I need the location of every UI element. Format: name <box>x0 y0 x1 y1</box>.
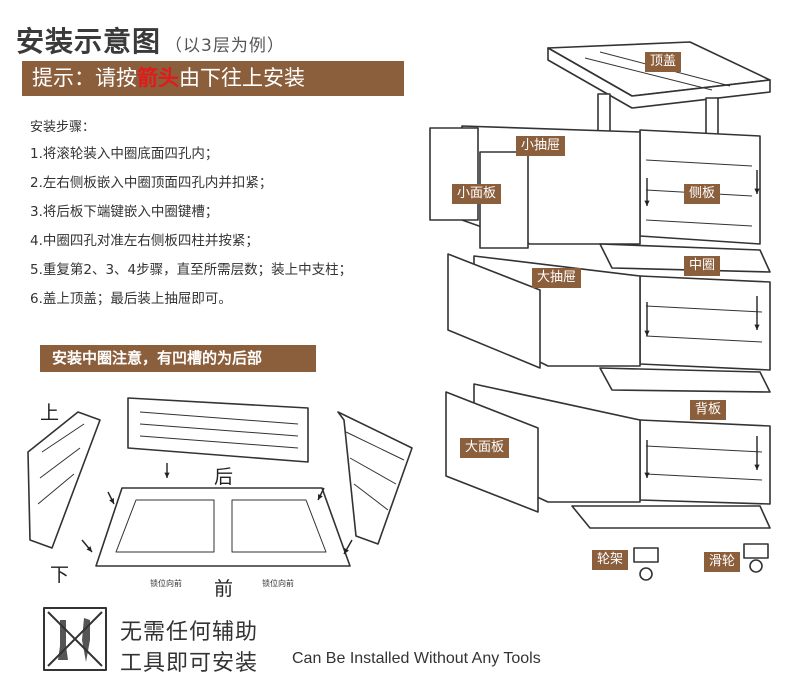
tag-side-panel: 侧板 <box>684 184 721 204</box>
tower-arrows <box>644 170 760 478</box>
ring-left-slat <box>39 447 81 479</box>
ring-left-recess <box>115 499 215 553</box>
tag-caster: 滑轮 <box>704 552 741 572</box>
tag-back-panel: 背板 <box>690 400 727 420</box>
ring-back-slat <box>139 423 299 437</box>
caster-right-wheel <box>749 559 763 573</box>
ring-arrows <box>81 463 353 555</box>
ring-left-slat <box>41 423 85 453</box>
arrowhead <box>344 548 349 554</box>
arrowhead <box>754 464 760 470</box>
step-item: 1.将滚轮装入中圈底面四孔内； <box>30 146 219 162</box>
tip-highlight: 箭头 <box>137 66 179 90</box>
tag-middle-ring: 中圈 <box>684 256 721 276</box>
tier-2-slat <box>645 305 763 313</box>
step-item: 2.左右侧板嵌入中圈顶面四孔内并扣紧； <box>30 175 273 191</box>
label-lock-left: 锁位向前 <box>150 579 182 588</box>
tier-3-slat <box>645 473 763 481</box>
label-front: 前 <box>214 578 234 600</box>
ring-left-slat <box>37 473 75 505</box>
ring-right-recess <box>231 499 327 553</box>
ring-right-slat <box>345 431 405 461</box>
label-up: 上 <box>40 402 60 424</box>
storage-tower <box>429 41 771 581</box>
step-item: 6.盖上顶盖；最后装上抽屉即可。 <box>30 291 232 307</box>
step-item: 5.重复第2、3、4步骤，直至所需层数；装上中支柱； <box>30 262 353 278</box>
label-back: 后 <box>214 466 234 488</box>
steps-title: 安装步骤： <box>30 120 96 135</box>
ring-right-slat <box>349 457 397 485</box>
ring-back-slat <box>139 435 299 449</box>
ring-right-panel <box>337 411 413 545</box>
tip-suffix: 由下往上安装 <box>179 66 305 90</box>
ring-back-slat <box>139 411 299 425</box>
footer-zh-line2: 工具即可安装 <box>120 651 259 676</box>
caster-right <box>743 543 769 559</box>
arrowhead <box>644 200 650 206</box>
label-down: 下 <box>50 564 70 586</box>
footer-zh-line1: 无需任何辅助 <box>120 620 259 645</box>
ring-right-slat <box>353 483 389 511</box>
middle-ring-2 <box>599 367 771 393</box>
ring-diagram <box>27 397 413 567</box>
tier-1-small-panel-left <box>429 127 479 221</box>
arrowhead <box>109 498 114 504</box>
arrowhead <box>754 324 760 330</box>
label-lock-right: 锁位向前 <box>262 579 294 588</box>
caster-left <box>633 547 659 563</box>
arrowhead <box>644 472 650 478</box>
tag-wheel-frame: 轮架 <box>592 550 629 570</box>
page-title: 安装示意图（以3层为例） <box>16 20 285 60</box>
title-subtitle: （以3层为例） <box>165 36 285 56</box>
forbid-cross <box>47 611 103 667</box>
caster-left-wheel <box>639 567 653 581</box>
top-cover-grill <box>584 57 713 91</box>
tier-2-large-panel <box>447 253 541 369</box>
tier-1-slat <box>645 219 753 227</box>
tier-1-slat <box>645 159 753 167</box>
wheel-frame-shape <box>571 505 771 529</box>
step-item: 4.中圈四孔对准左右侧板四柱并按紧； <box>30 233 259 249</box>
steps-list: 1.将滚轮装入中圈底面四孔内； 2.左右侧板嵌入中圈顶面四孔内并扣紧； 3.将后… <box>30 146 352 320</box>
tier-2-slat <box>645 335 763 343</box>
tag-large-drawer: 大抽屉 <box>532 268 582 288</box>
tip-prefix: 提示：请按 <box>32 66 137 90</box>
tier-3-slat <box>645 445 763 453</box>
ring-left-panel <box>27 411 101 549</box>
tag-top-cover: 顶盖 <box>645 52 682 72</box>
arrowhead <box>86 546 92 552</box>
step-item: 3.将后板下端键嵌入中圈键槽； <box>30 204 219 220</box>
tier-3-frame <box>639 419 771 505</box>
top-cover-rim <box>547 47 771 109</box>
title-main: 安装示意图 <box>16 25 162 58</box>
arrowhead <box>164 472 170 478</box>
tier-2-frame <box>639 275 771 371</box>
arrowhead <box>644 330 650 336</box>
tip-banner: 提示：请按箭头由下往上安装 <box>22 61 404 96</box>
tag-small-drawer: 小抽屉 <box>516 136 566 156</box>
tag-small-panel: 小面板 <box>452 184 502 204</box>
tag-large-panel: 大面板 <box>460 438 510 458</box>
no-tools-icon <box>43 607 107 671</box>
ring-note-banner: 安装中圈注意，有凹槽的为后部 <box>40 345 316 372</box>
footer-en: Can Be Installed Without Any Tools <box>292 650 541 667</box>
arrowhead <box>318 494 323 500</box>
arrowhead <box>754 188 760 194</box>
